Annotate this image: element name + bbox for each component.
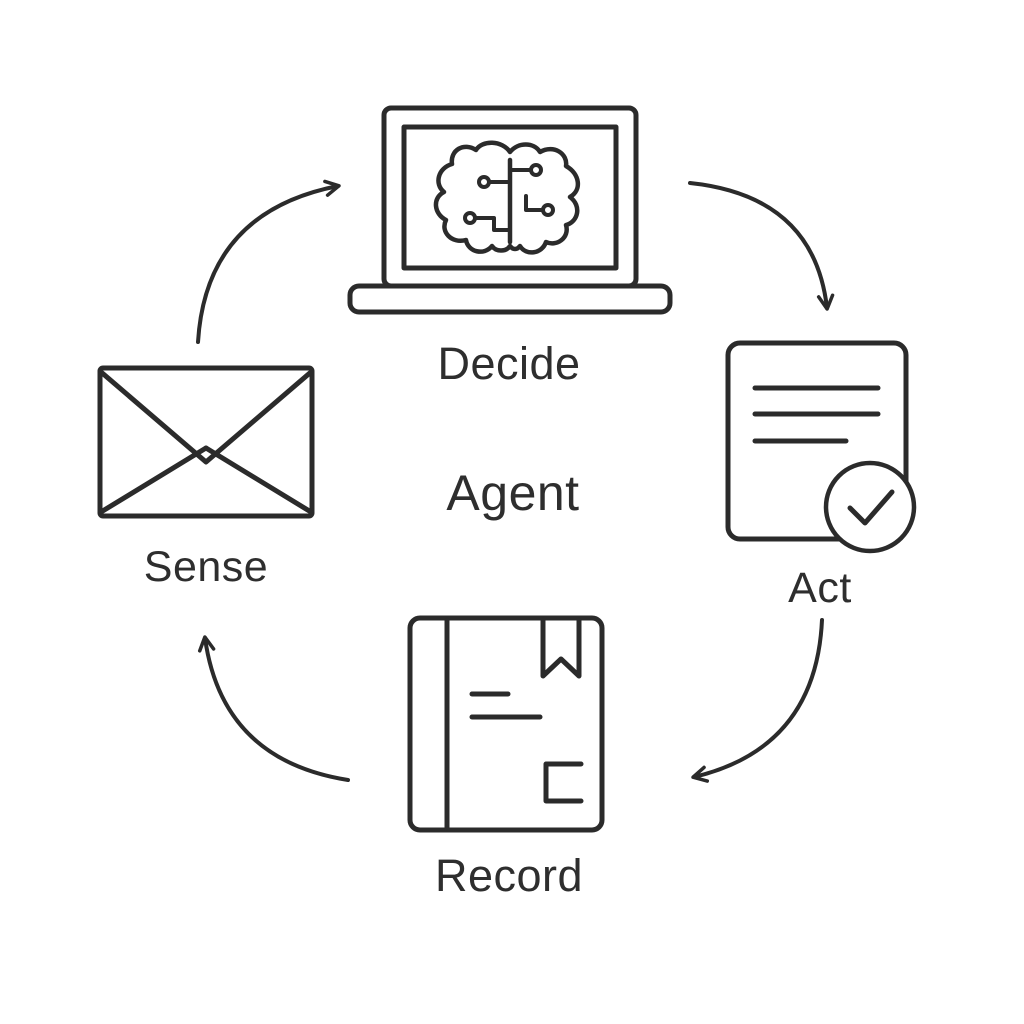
node-label-sense: Sense	[143, 543, 269, 591]
laptop-base	[347, 283, 673, 315]
notebook-cover	[407, 615, 605, 833]
arrow-record-to-sense	[197, 635, 350, 782]
node-label-decide: Decide	[437, 338, 581, 389]
node-label-act: Act	[788, 564, 852, 612]
document-check-icon	[725, 340, 917, 554]
arrow-act-to-record	[691, 618, 824, 783]
check-circle	[823, 460, 917, 554]
notebook-bookmark	[540, 617, 582, 679]
envelope-flap	[98, 369, 314, 465]
envelope-lower-right-fold	[203, 445, 314, 515]
notebook-corner-mark	[543, 761, 584, 804]
envelope-icon	[97, 365, 315, 519]
notebook-icon	[407, 615, 605, 833]
document-page	[725, 340, 909, 542]
brain-circuit-nodes	[463, 163, 555, 232]
brain-outline	[433, 140, 580, 255]
cycle-arrows	[196, 179, 835, 783]
center-label-agent: Agent	[446, 465, 580, 521]
laptop-screen-inner	[401, 124, 619, 271]
arrow-decide-to-act	[688, 181, 835, 311]
node-label-record: Record	[434, 850, 584, 901]
envelope-body	[97, 365, 315, 519]
envelope-lower-left-fold	[98, 445, 209, 515]
check-mark	[847, 489, 895, 526]
arrow-sense-to-decide	[196, 179, 341, 344]
laptop-brain-icon	[347, 105, 673, 315]
